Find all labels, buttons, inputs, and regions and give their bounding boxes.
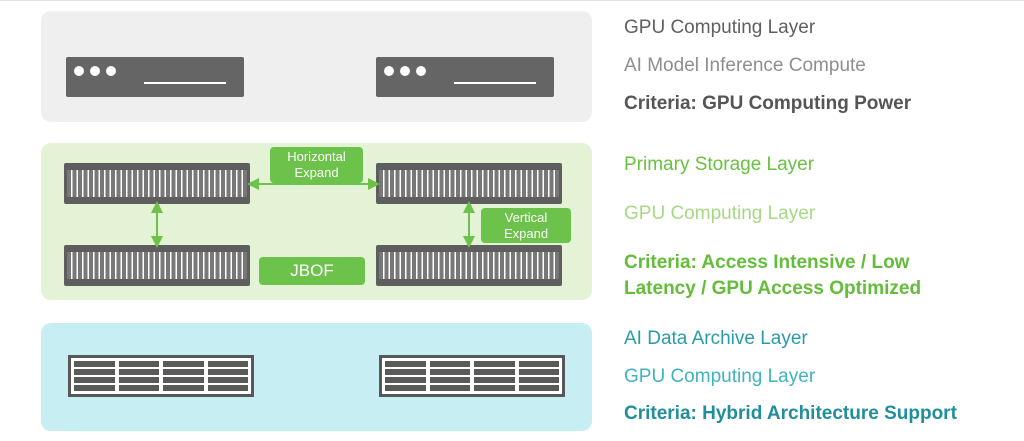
storage-layer-criteria-1: Criteria: Access Intensive / Low [624,252,910,273]
gpu-server-icon [66,57,244,97]
jbof-tag: JBOF [259,257,365,285]
archive-storage-icon [379,355,565,397]
top-divider [0,0,1024,1]
storage-drive-array-icon [376,245,562,286]
storage-layer-criteria-2: Latency / GPU Access Optimized [624,278,922,299]
archive-layer-criteria: Criteria: Hybrid Architecture Support [624,403,957,424]
gpu-server-icon [376,57,554,97]
storage-drive-array-icon [376,163,562,204]
gpu-layer-title: GPU Computing Layer [624,17,816,38]
archive-layer-subtitle: GPU Computing Layer [624,366,816,387]
gpu-layer-criteria: Criteria: GPU Computing Power [624,93,912,114]
storage-layer-title: Primary Storage Layer [624,154,815,175]
archive-storage-icon [68,355,254,397]
archive-layer-title: AI Data Archive Layer [624,328,808,349]
jbof-label: JBOF [290,261,334,280]
horizontal-expand-tag: Horizontal Expand [270,147,363,183]
horizontal-expand-label-2: Expand [294,165,339,180]
vertical-expand-tag: Vertical Expand [481,208,571,243]
horizontal-expand-label-1: Horizontal [287,149,346,164]
vertical-expand-label-2: Expand [503,225,549,241]
gpu-layer-subtitle: AI Model Inference Compute [624,55,866,76]
storage-layer-subtitle: GPU Computing Layer [624,203,816,224]
vertical-expand-label-1: Vertical [504,209,548,225]
storage-drive-array-icon [64,245,250,286]
